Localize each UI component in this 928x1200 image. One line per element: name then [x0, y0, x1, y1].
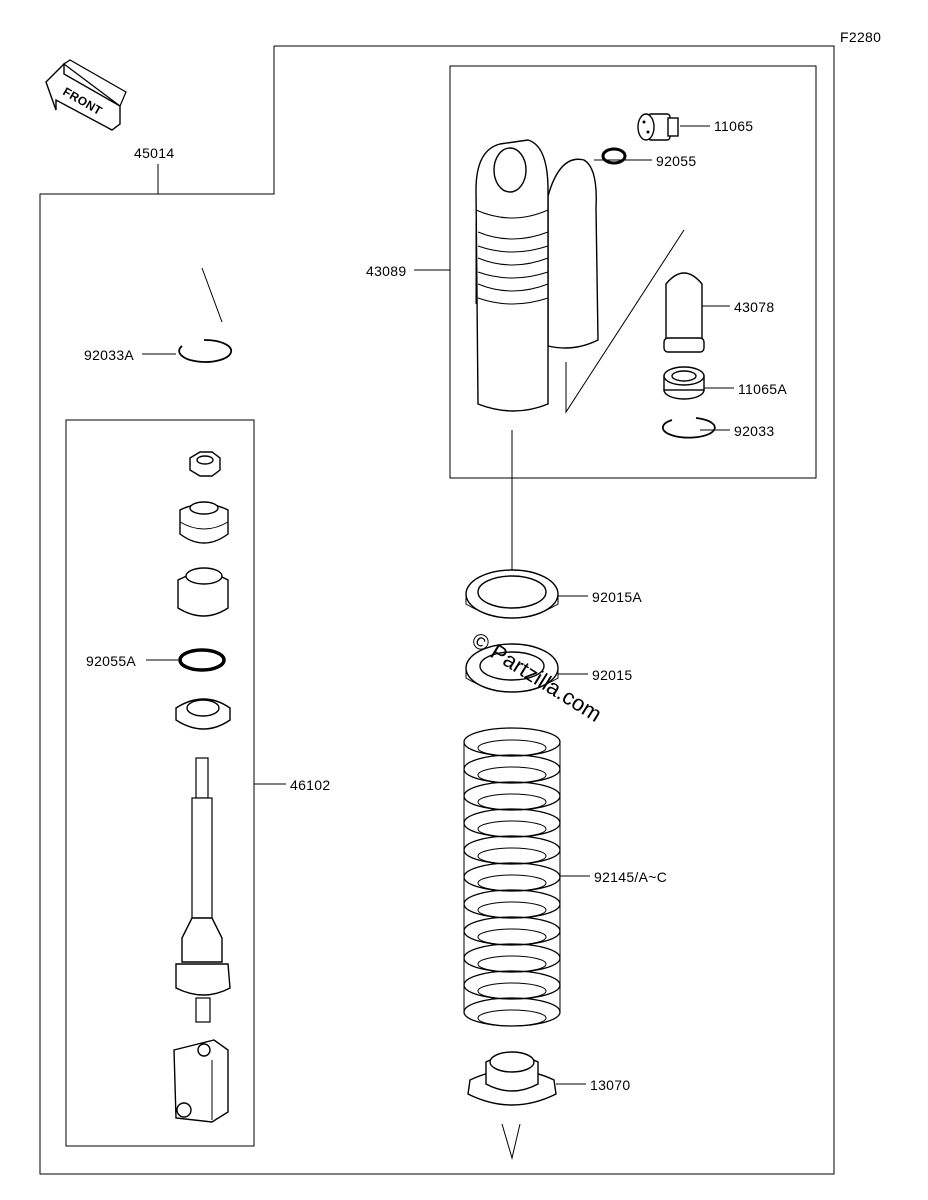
callout-11065A: 11065A — [738, 381, 787, 397]
callout-11065: 11065 — [714, 118, 753, 134]
reservoir-subassembly-box — [449, 65, 817, 479]
spring-seat-13070-part — [467, 1051, 557, 1106]
callout-13070: 13070 — [590, 1077, 630, 1093]
bladder-43078-part — [663, 272, 705, 353]
callout-92033A: 92033A — [84, 347, 134, 363]
washer-seat-part — [175, 698, 231, 730]
callout-92055: 92055 — [656, 153, 696, 169]
callout-92015: 92015 — [592, 667, 632, 683]
circlip-92033A-part — [178, 339, 233, 363]
callout-92055A: 92055A — [86, 653, 136, 669]
valve-11065-part — [637, 113, 679, 141]
clevis-part — [173, 1039, 229, 1123]
piston-rod-part — [175, 757, 231, 1023]
shock-body-part — [475, 139, 599, 412]
callout-43089: 43089 — [366, 263, 406, 279]
spring-adjuster-nut-92015A-part — [465, 569, 559, 619]
assembly-outline — [39, 45, 835, 1175]
nut-part — [189, 451, 221, 477]
callout-92145: 92145/A~C — [594, 869, 667, 885]
figure-code: F2280 — [840, 29, 881, 45]
o-ring-92055-part — [601, 147, 627, 165]
callout-43078: 43078 — [734, 299, 774, 315]
circlip-92033-part — [662, 417, 716, 439]
coil-spring-part — [463, 727, 561, 1027]
callout-46102: 46102 — [290, 777, 330, 793]
bushing-lower-part — [177, 567, 229, 617]
damper-rod-subassembly-box — [65, 419, 255, 1147]
callout-92015A: 92015A — [592, 589, 642, 605]
o-ring-92055A-part — [178, 648, 226, 672]
front-arrow-icon: FRONT — [45, 59, 127, 131]
cap-11065A-part — [663, 366, 705, 400]
bushing-upper-part — [179, 501, 229, 544]
lock-nut-92015-part — [465, 643, 559, 693]
callout-92033: 92033 — [734, 423, 774, 439]
callout-45014: 45014 — [134, 145, 174, 161]
